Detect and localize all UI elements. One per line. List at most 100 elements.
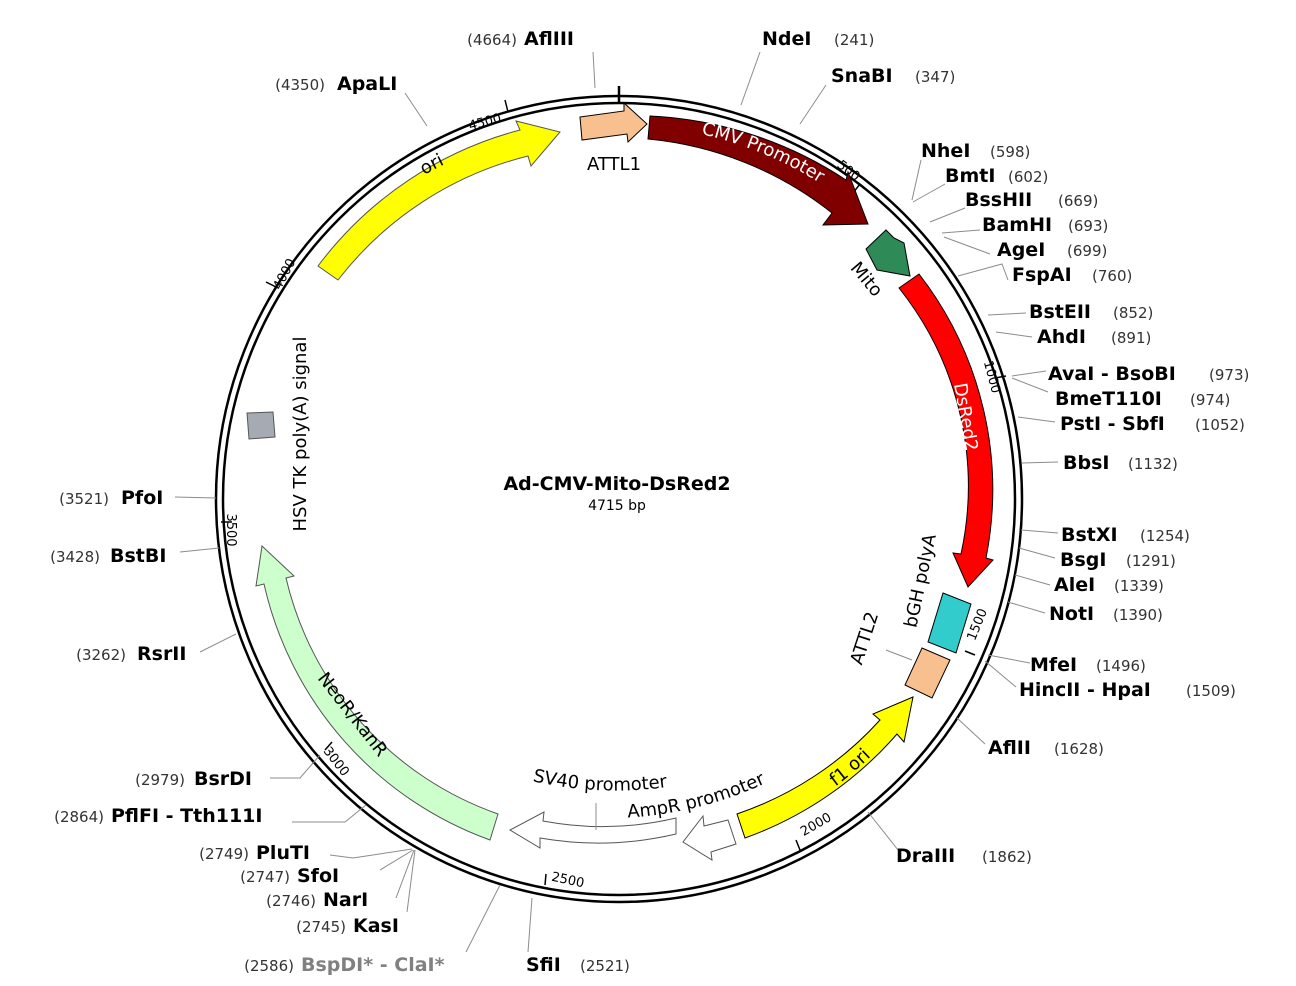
site-name-aleI: AleI [1054,574,1095,596]
site-bbsI[interactable]: BbsI (1132) [1021,452,1178,474]
site-notI[interactable]: NotI (1390) [1007,601,1163,625]
site-name-bstEII: BstEII [1029,301,1091,323]
site-pos-bspDI: (2586) [244,957,294,975]
site-name-ndeI: NdeI [762,28,811,50]
site-name-avaI: AvaI - BsoBI [1048,363,1176,385]
site-pos-aflIII: (4664) [467,31,517,49]
site-name-rsrII: RsrII [137,643,186,665]
site-name-nheI: NheI [921,140,970,162]
feature-label-attl1: ATTL1 [587,154,641,175]
site-aflII[interactable]: AflII (1628) [956,717,1104,759]
feature-textpath-sv40-promoter: SV40 promoter [531,765,668,795]
feature-arrow-cmv-promoter[interactable] [647,115,869,226]
site-aleI[interactable]: AleI (1339) [1014,574,1164,596]
site-pos-aleI: (1339) [1114,577,1164,595]
site-pos-pflFI: (2864) [54,808,104,826]
site-bstXI[interactable]: BstXI (1254) [1020,524,1190,546]
site-bstBI[interactable]: (3428) BstBI [50,545,220,567]
feature-dsred2[interactable]: DsRed2 [898,273,994,588]
feature-attl1[interactable]: ATTL1 [579,101,648,175]
site-pos-aflII: (1628) [1054,740,1104,758]
site-pos-pluTI: (2749) [199,845,249,863]
site-rsrII[interactable]: (3262) RsrII [76,633,237,665]
feature-label-sv40-promoter: SV40 promoter [531,765,668,795]
feature-arrow-attl1[interactable] [579,101,648,144]
site-sfiI[interactable]: SfiI (2521) [526,897,630,976]
site-bspDI[interactable]: (2586) BspDI* - ClaI* [244,884,501,976]
site-name-bamHI: BamHI [982,214,1052,236]
site-kasI[interactable]: (2745) KasI [296,849,416,937]
site-bsgI[interactable]: BsgI (1291) [1018,547,1176,571]
site-mfeI[interactable]: MfeI (1496) [987,654,1146,676]
site-pos-pstI: (1052) [1195,416,1245,434]
site-bstEII[interactable]: BstEII (852) [987,301,1153,323]
tick-3500: 3500 [221,513,238,547]
site-name-ahdI: AhdI [1037,326,1086,348]
feature-cmv-promoter[interactable]: CMV Promoter [647,115,869,226]
site-name-bspDI: BspDI* - ClaI* [301,954,445,976]
site-name-bsrDI: BsrDI [194,768,252,790]
site-pos-ahdI: (891) [1111,329,1151,347]
feature-arrow-mito[interactable] [865,229,911,277]
site-name-mfeI: MfeI [1030,654,1077,676]
site-bmtI[interactable]: BmtI (602) [912,165,1048,203]
site-avaI[interactable]: AvaI - BsoBI (973) [1011,363,1249,385]
site-pluTI[interactable]: (2749) PluTI [199,842,413,864]
site-hincII[interactable]: HincII - HpaI (1509) [984,660,1236,701]
feature-arrow-dsred2[interactable] [898,273,994,588]
site-name-bssHII: BssHII [965,189,1032,211]
site-aflIII[interactable]: (4664) AflIII [467,28,596,89]
site-ndeI[interactable]: NdeI (241) [740,28,874,106]
feature-label-hsv-tk-polya: HSV TK poly(A) signal [290,337,311,532]
feature-box-hsv-tk-polya[interactable] [246,411,276,440]
tick-1000: 1000 [980,359,1007,395]
site-pos-mfeI: (1496) [1096,657,1146,675]
tick-label-2500: 2500 [550,870,585,892]
feature-arrow-ori[interactable] [317,120,561,281]
site-name-bmtI: BmtI [945,165,995,187]
site-pflFI[interactable]: (2864) PflFI - Tth111I [54,804,367,827]
site-name-bsgI: BsgI [1060,549,1106,571]
tick-2500: 2500 [544,870,585,892]
site-name-bbsI: BbsI [1063,452,1109,474]
site-pstI[interactable]: PstI - SbfI (1052) [1017,413,1245,435]
site-ahdI[interactable]: AhdI (891) [995,326,1151,348]
site-nheI[interactable]: NheI (598) [911,140,1030,201]
feature-label-bgh-polya: bGH polyA [900,532,940,630]
site-draIII[interactable]: DraIII (1862) [867,811,1032,867]
site-bssHII[interactable]: BssHII (669) [929,189,1098,223]
site-pos-kasI: (2745) [296,918,346,936]
site-pfoI[interactable]: (3521) PfoI [59,487,217,509]
site-name-pfoI: PfoI [121,487,163,509]
site-pos-fspAI: (760) [1092,267,1132,285]
feature-arrow-f1-ori[interactable] [736,696,914,839]
site-ageI[interactable]: AgeI (699) [943,236,1107,261]
site-sfoI[interactable]: (2747) SfoI [240,849,414,887]
site-pos-bsrDI: (2979) [135,771,185,789]
tick-label-4000: 4000 [271,256,300,292]
site-bmeT110I[interactable]: BmeT110I (974) [1011,377,1230,410]
feature-hsv-tk-polya[interactable]: HSV TK poly(A) signal [246,337,311,532]
feature-arrow-attl2[interactable] [904,647,951,699]
feature-ori[interactable]: ori [317,120,561,281]
feature-arrow-neor-kanr[interactable] [255,544,499,841]
site-apaLI[interactable]: (4350) ApaLI [275,73,428,127]
site-name-pluTI: PluTI [256,842,310,864]
site-pos-bstBI: (3428) [50,548,100,566]
site-snaBI[interactable]: SnaBI (347) [799,65,955,125]
site-bsrDI[interactable]: (2979) BsrDI [135,754,321,790]
site-bamHI[interactable]: BamHI (693) [941,214,1108,236]
feature-arrow-sv40-promoter[interactable] [508,811,677,849]
feature-arrow-ampr-promoter[interactable] [682,814,737,861]
feature-neor-kanr[interactable]: NeoR/KanR [255,544,499,841]
site-name-aflII: AflII [988,737,1031,759]
feature-bgh-polya[interactable]: bGH polyA [900,532,972,654]
site-pos-rsrII: (3262) [76,646,126,664]
site-fspAI[interactable]: FspAI (760) [957,263,1132,286]
site-pos-bbsI: (1132) [1128,455,1178,473]
site-narI[interactable]: (2746) NarI [266,849,415,911]
feature-arrow-bgh-polya[interactable] [927,592,972,654]
site-pos-narI: (2746) [266,892,316,910]
site-name-apaLI: ApaLI [337,73,397,95]
